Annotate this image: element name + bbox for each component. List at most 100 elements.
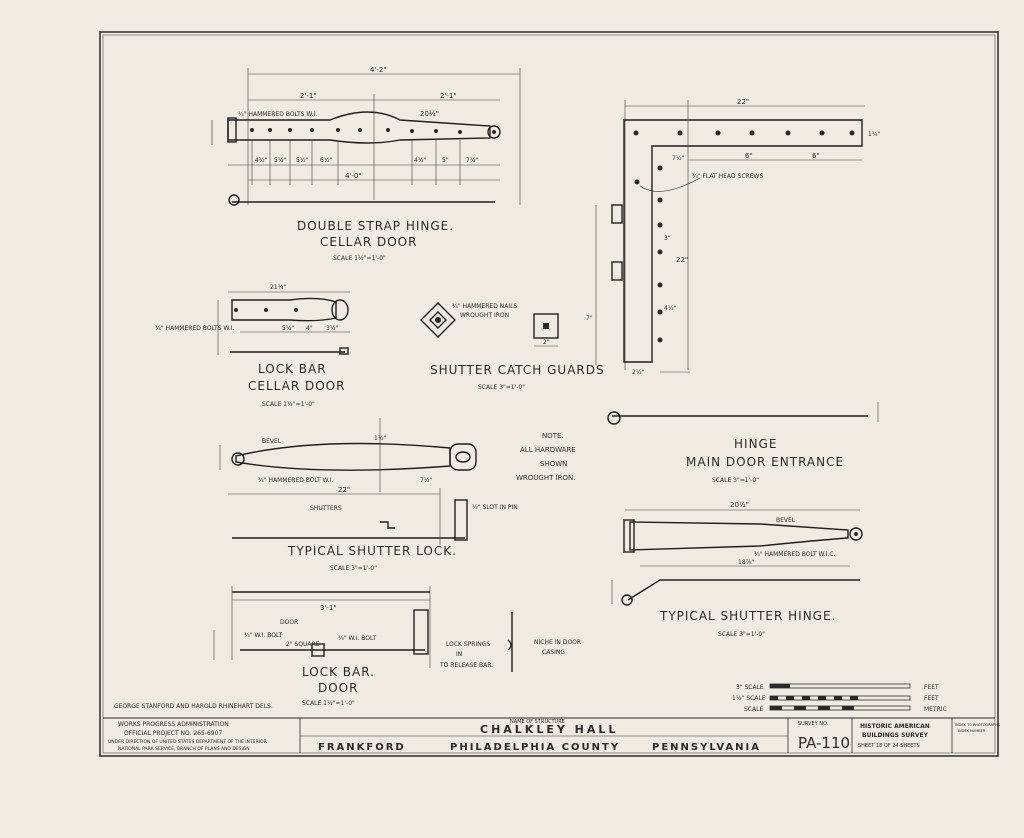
note-line-2: ALL HARDWARE xyxy=(520,446,576,454)
strap-hinge-dim-left: 2'-1" xyxy=(300,92,317,100)
main-hinge-dim-top: 22" xyxy=(737,98,749,106)
strap-hinge-bolt-note: ¾" HAMMERED BOLTS W.I. xyxy=(238,111,317,118)
main-hinge-screws xyxy=(633,130,855,343)
sheet-border xyxy=(99,31,999,757)
main-hinge-screw-note: ¾" FLAT HEAD SCREWS xyxy=(692,173,763,180)
note-line-1: NOTE. xyxy=(542,432,564,440)
shutter-catch-title: SHUTTER CATCH GUARDS xyxy=(430,363,605,377)
strap-hinge-bolts xyxy=(250,128,462,134)
lock-bar-door-release-note: TO RELEASE BAR. xyxy=(439,662,493,669)
lock-bar-cellar-dim-overall: 21¾" xyxy=(270,284,286,291)
shutter-hinge-dim-a: 18⅞" xyxy=(738,559,754,566)
scale-label-1half: 1½" SCALE xyxy=(732,695,766,702)
strap-hinge-dim-overall: 4'-2" xyxy=(370,66,387,74)
shutter-catch-dim: 2" xyxy=(543,339,550,346)
lock-bar-door-springs-note: LOCK SPRINGS xyxy=(446,641,490,648)
lock-bar-cellar-dim-a: 5½" xyxy=(282,325,295,332)
strap-hinge-dim-d: 5½" xyxy=(296,157,309,164)
wpa-line-2: OFFICIAL PROJECT NO. 265-6907 xyxy=(124,730,222,737)
strap-hinge-dim-b: 4½" xyxy=(255,157,268,164)
main-hinge-dim-e: 7" xyxy=(586,315,593,322)
shutter-hinge-scale: SCALE 3"=1'-0" xyxy=(718,631,765,638)
main-hinge-drawing xyxy=(595,100,879,425)
structure-caption: NAME OF STRUCTURE xyxy=(510,719,565,725)
shutter-lock-title: TYPICAL SHUTTER LOCK. xyxy=(287,544,457,558)
lock-bar-cellar-subtitle: CELLAR DOOR xyxy=(248,379,345,393)
strap-hinge-dim-a: 20¾" xyxy=(420,110,439,118)
main-hinge-dim-g: 2½" xyxy=(632,369,645,376)
sheet-inner-border xyxy=(102,34,996,754)
delineators-credit: GEORGE STANFORD AND HAROLD RHINEHART DEL… xyxy=(114,703,273,710)
shutter-lock-dim-b: 1½" xyxy=(374,435,387,442)
lock-bar-cellar-scale: SCALE 1½"=1'-0" xyxy=(262,401,315,408)
lock-bar-cellar-drawing xyxy=(217,291,350,355)
shutter-lock-drawing xyxy=(219,418,477,545)
strap-hinge-subtitle: CELLAR DOOR xyxy=(320,235,417,249)
main-hinge-dim-a: 6" xyxy=(745,152,753,160)
shutter-catch-note-nails: ¾" HAMMERED NAILS xyxy=(452,303,517,310)
survey-number: PA-110 xyxy=(798,734,850,752)
strap-hinge-dim-e: 6½" xyxy=(320,157,333,164)
shutter-lock-slot-note: ½" SLOT IN PIN xyxy=(472,504,518,511)
shutter-lock-dim-overall: 22" xyxy=(338,486,350,494)
town-name: FRANKFORD xyxy=(318,742,406,753)
state-name: PENNSYLVANIA xyxy=(652,742,761,753)
lock-bar-door-title: LOCK BAR. xyxy=(302,665,375,679)
lock-bar-door-door-note: DOOR xyxy=(280,619,298,626)
lock-bar-door-scale: SCALE 1½"=1'-0" xyxy=(302,700,355,707)
title-block xyxy=(103,717,995,753)
scale-label-metric: SCALE xyxy=(744,706,763,713)
main-hinge-scale: SCALE 3"=1'-0" xyxy=(712,477,759,484)
sheet-number: SHEET 18 OF 24 SHEETS xyxy=(858,743,920,749)
shutter-catch-drawing xyxy=(420,302,559,347)
main-hinge-dim-side: 22" xyxy=(676,256,688,264)
strap-hinge-dim-right: 2'-1" xyxy=(440,92,457,100)
lock-bar-cellar-dim-b: 4" xyxy=(306,325,313,332)
scale-unit-1half: FEET xyxy=(924,695,939,702)
lock-bar-door-dim-overall: 3'-1" xyxy=(320,604,337,612)
index-line-1: INDEX TO PHOTOGRAPHS xyxy=(955,723,1001,727)
habs-line-1: HISTORIC AMERICAN xyxy=(860,723,930,730)
wpa-line-3: UNDER DIRECTION OF UNITED STATES DEPARTM… xyxy=(108,739,267,745)
strap-hinge-dim-f: 4½" xyxy=(414,157,427,164)
shutter-lock-bolt-note: ¾" HAMMERED BOLT W.I. xyxy=(258,477,333,484)
main-hinge-dim-f: 4½" xyxy=(664,305,677,312)
shutter-catch-scale: SCALE 3"=1'-0" xyxy=(478,384,525,391)
main-hinge-dim-h: 1¾" xyxy=(868,131,881,138)
shutter-lock-dim-a: 7½" xyxy=(420,477,433,484)
lock-bar-door-springs-in: IN xyxy=(456,651,462,658)
habs-line-2: BUILDINGS SURVEY xyxy=(862,732,929,739)
main-hinge-dim-d: 3" xyxy=(664,235,671,242)
shutter-hinge-bolt-note: ¾" HAMMERED BOLT W.I.C. xyxy=(754,551,836,558)
shutter-lock-shutters-note: SHUTTERS xyxy=(310,505,342,512)
lock-bar-door-niche-note: NICHE IN DOOR xyxy=(534,639,581,646)
scale-unit-metric: METRIC xyxy=(924,706,947,713)
shutter-lock-bevel-note: BEVEL xyxy=(262,438,282,445)
scale-unit-3in: FEET xyxy=(924,684,939,691)
strap-hinge-dim-g: 5" xyxy=(442,157,449,164)
lock-bar-door-subtitle: DOOR xyxy=(318,681,358,695)
lock-bar-cellar-title: LOCK BAR xyxy=(258,362,327,376)
lock-bar-door-bolt-note: ¾" W.I. BOLT xyxy=(244,632,282,639)
lock-bar-door-casing-note: CASING xyxy=(542,649,565,656)
scale-label-3in: 3" SCALE xyxy=(736,684,764,691)
lock-bar-door-bolt2-note: ¾" W.I. BOLT xyxy=(338,635,376,642)
lock-bar-cellar-dim-c: 3½" xyxy=(326,325,339,332)
survey-label: SURVEY NO. xyxy=(798,721,829,727)
county-name: PHILADELPHIA COUNTY xyxy=(450,742,620,753)
main-hinge-title: HINGE xyxy=(734,437,777,451)
shutter-hinge-dim-overall: 20½" xyxy=(730,501,749,509)
main-hinge-dim-b: 6" xyxy=(812,152,820,160)
lock-bar-cellar-bolt-note: ¾" HAMMERED BOLTS W.I. xyxy=(155,325,234,332)
shutter-hinge-drawing xyxy=(611,509,863,606)
wpa-line-4: NATIONAL PARK SERVICE, BRANCH OF PLANS A… xyxy=(118,746,250,752)
strap-hinge-dim-inner: 4'-0" xyxy=(345,172,362,180)
lock-bar-door-square-note: 2" SQUARE xyxy=(286,641,320,648)
wpa-line-1: WORKS PROGRESS ADMINISTRATION xyxy=(118,721,229,728)
main-hinge-dim-c: 7½" xyxy=(672,155,685,162)
note-line-3: SHOWN xyxy=(540,460,567,468)
structure-name: CHALKLEY HALL xyxy=(480,723,618,736)
strap-hinge-dim-c: 5½" xyxy=(274,157,287,164)
strap-hinge-dim-h: 7½" xyxy=(466,157,479,164)
